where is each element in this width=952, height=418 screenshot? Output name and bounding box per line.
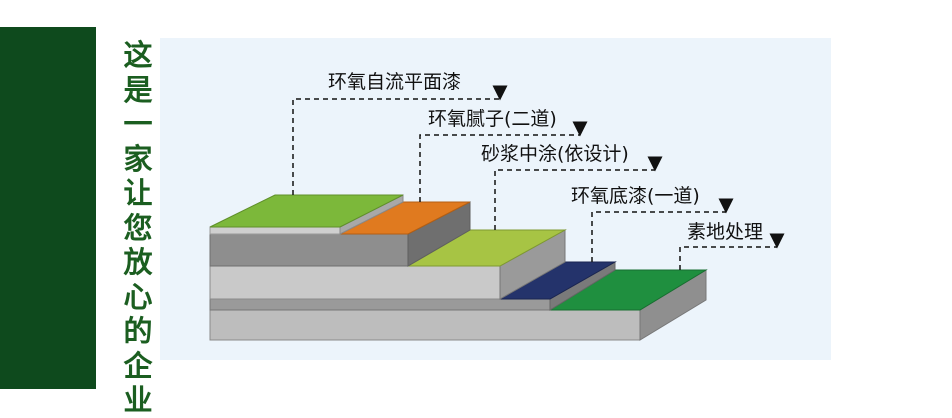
slogan-char: 这 (123, 38, 153, 72)
slogan-char: 家 (123, 141, 153, 176)
floor-layer-diagram: 环氧自流平面漆 环氧腻子(二道) 砂浆中涂(依设计) 环氧底漆(一道) 素地处理 (209, 71, 785, 341)
slogan-char: 心 (123, 279, 153, 314)
slogan-char: 让 (123, 176, 153, 210)
leader-primer (591, 198, 734, 262)
slogan-char: 放 (123, 245, 153, 279)
slogan-char: 您 (123, 210, 153, 245)
vertical-slogan: 这 是 一 家 让 您 放 心 的 企 业 (120, 38, 156, 418)
label-primer: 环氧底漆(一道) (571, 185, 700, 207)
leader-mortar (494, 156, 663, 230)
label-mortar: 砂浆中涂(依设计) (481, 143, 629, 165)
slogan-char: 是 (123, 72, 153, 107)
topcoat-surface (209, 194, 404, 228)
layer-putty-block (209, 201, 471, 267)
slogan-char: 的 (123, 314, 153, 348)
leader-putty (419, 121, 588, 202)
slogan-char: 企 (123, 348, 153, 383)
label-putty: 环氧腻子(二道) (428, 108, 557, 130)
leader-substrate (679, 233, 785, 270)
slogan-char: 一 (123, 107, 153, 141)
label-substrate: 素地处理 (687, 221, 763, 243)
layer-topcoat-block (209, 194, 404, 235)
brand-sidebar (0, 27, 96, 389)
label-top-coat: 环氧自流平面漆 (328, 71, 461, 93)
leader-top-coat (292, 85, 508, 195)
